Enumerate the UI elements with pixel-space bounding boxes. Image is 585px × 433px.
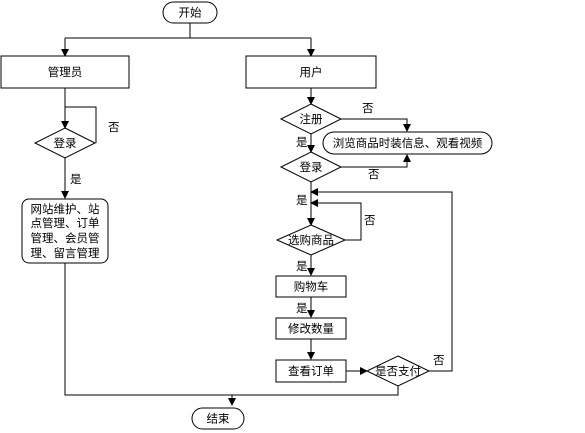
cart-yes-label: 是: [296, 301, 308, 315]
select-no-label: 否: [364, 213, 376, 227]
view-order-node: 查看订单: [275, 359, 347, 383]
admin-label: 管理员: [48, 65, 83, 79]
edge-labels: 否 是 否 是 否 是 否 是 是 否: [70, 101, 445, 367]
connector-login-no: [341, 154, 411, 168]
cart-label: 购物车: [294, 280, 329, 294]
admin-login-yes-label: 是: [70, 172, 82, 186]
pay-no-label: 否: [433, 353, 445, 367]
user-label: 用户: [300, 65, 323, 79]
register-yes-label: 是: [296, 135, 308, 149]
pay-label: 是否支付: [375, 364, 421, 378]
select-yes-label: 是: [296, 259, 308, 273]
user-login-label: 登录: [300, 160, 323, 174]
end-label: 结束: [207, 412, 230, 426]
admin-tasks-line-4: 理、留言管理: [31, 246, 100, 260]
connector-pay-to-end: [232, 386, 399, 396]
admin-node: 管理员: [0, 55, 130, 89]
modify-qty-node: 修改数量: [275, 317, 347, 340]
connectors: [61, 23, 453, 406]
register-no-label: 否: [362, 101, 374, 115]
cart-node: 购物车: [275, 275, 347, 298]
pay-decision: 是否支付: [365, 355, 431, 387]
admin-tasks-line-2: 点管理、订单: [31, 216, 100, 230]
admin-login-no-label: 否: [108, 120, 120, 134]
user-node: 用户: [245, 55, 377, 89]
connector-admin-to-end: [64, 263, 398, 396]
modify-qty-label: 修改数量: [288, 322, 334, 336]
register-decision: 注册: [279, 103, 343, 135]
browse-node: 浏览商品时装信息、观看视频: [322, 131, 493, 155]
view-order-label: 查看订单: [288, 364, 334, 378]
connector-register-no: [341, 118, 411, 132]
admin-tasks-line-3: 管理、会员管: [31, 231, 100, 245]
register-label: 注册: [300, 112, 323, 126]
admin-tasks-line-1: 网站维护、站: [31, 202, 100, 216]
browse-label: 浏览商品时装信息、观看视频: [333, 136, 483, 150]
select-goods-decision: 选购商品: [275, 224, 347, 256]
loop-yes-label: 是: [296, 193, 308, 207]
connector-select-no-loop: [310, 199, 362, 241]
admin-login-decision: 登录: [33, 127, 97, 159]
user-login-no-label: 否: [368, 167, 380, 181]
start-label: 开始: [179, 6, 202, 20]
select-goods-label: 选购商品: [288, 233, 334, 247]
end-node: 结束: [191, 407, 245, 430]
connector-admin-login-no-loop: [65, 106, 97, 143]
admin-login-label: 登录: [54, 136, 77, 150]
connector-pay-no-loop: [310, 188, 453, 372]
start-node: 开始: [162, 1, 218, 24]
user-login-decision: 登录: [279, 151, 343, 183]
admin-tasks-node: 网站维护、站 点管理、订单 管理、会员管 理、留言管理: [21, 198, 109, 264]
